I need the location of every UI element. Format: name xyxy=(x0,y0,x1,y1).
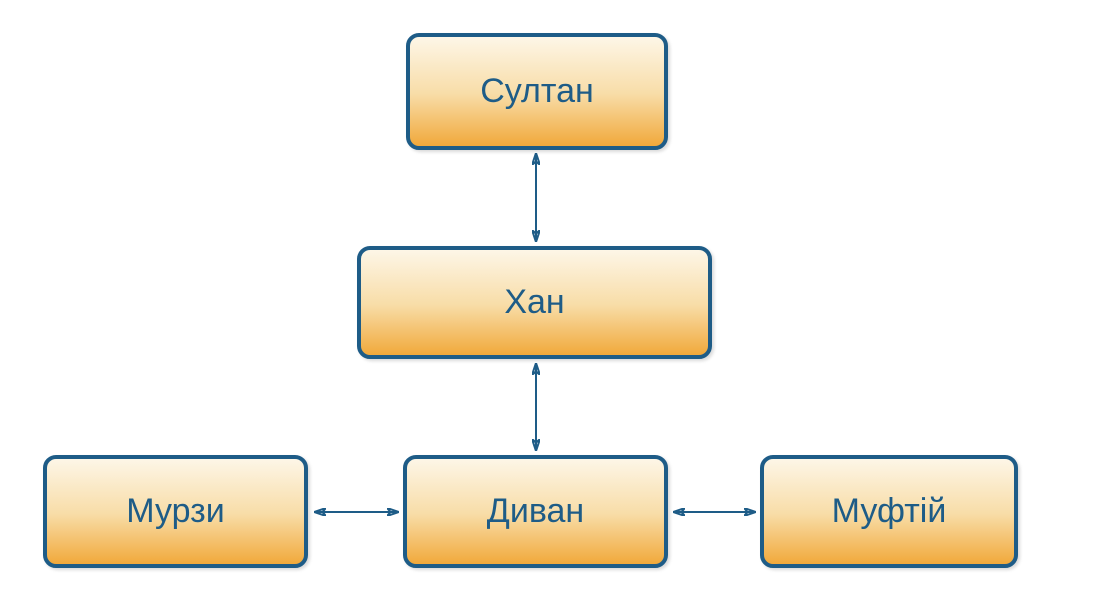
node-murzy: Мурзи xyxy=(43,455,308,568)
node-divan-label: Диван xyxy=(486,492,585,530)
node-sultan: Султан xyxy=(406,33,668,150)
node-murzy-label: Мурзи xyxy=(126,492,225,530)
node-divan: Диван xyxy=(403,455,668,568)
node-muftiy-label: Муфтій xyxy=(831,492,947,530)
node-sultan-label: Султан xyxy=(480,72,594,110)
node-khan: Хан xyxy=(357,246,712,359)
node-khan-label: Хан xyxy=(504,283,565,321)
node-muftiy: Муфтій xyxy=(760,455,1018,568)
